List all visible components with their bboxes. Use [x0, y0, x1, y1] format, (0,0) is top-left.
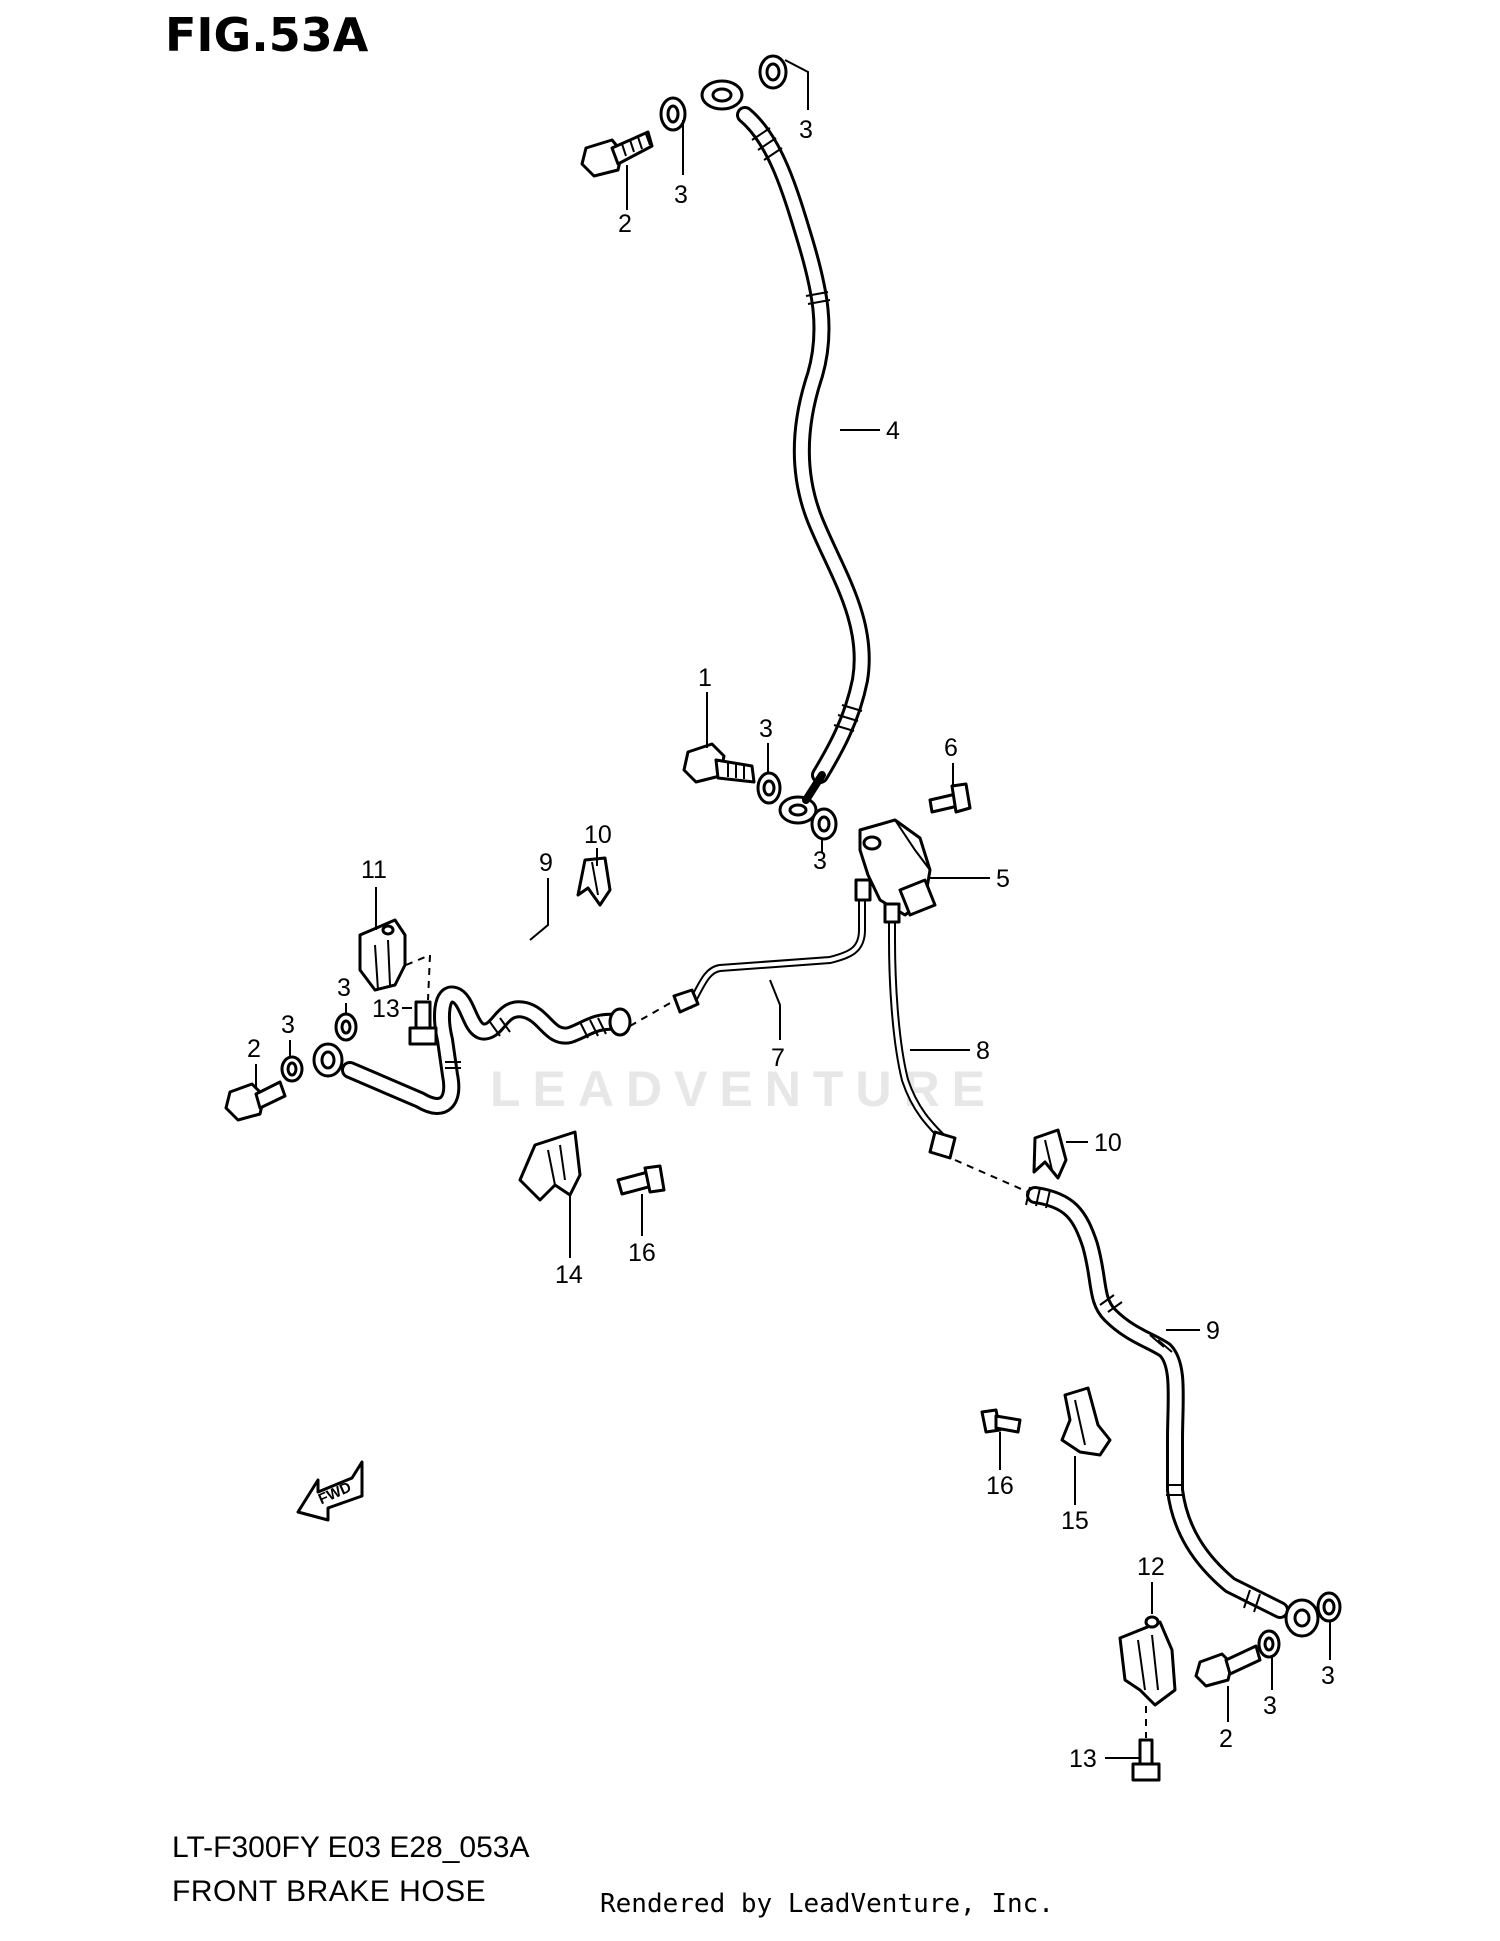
- callout-3: 3: [799, 116, 813, 144]
- clamp-left-upper[interactable]: [358, 918, 407, 992]
- callout-14: 14: [555, 1261, 583, 1289]
- callout-3: 3: [813, 847, 827, 875]
- callout-10: 10: [584, 821, 612, 849]
- callout-labels: 3 3 2 4 1 3 6 10 3 5 11 9 7 8 3 13 3 2 1…: [247, 116, 1335, 1773]
- clamp-15[interactable]: [1060, 1386, 1112, 1457]
- figure-title: FIG.53A: [165, 8, 369, 62]
- callout-9: 9: [1206, 1317, 1220, 1345]
- callout-3: 3: [1263, 1692, 1277, 1720]
- bolt-13-right[interactable]: [1131, 1738, 1161, 1782]
- clamp-12[interactable]: [1118, 1615, 1177, 1707]
- brake-hose-right[interactable]: [1025, 1186, 1320, 1638]
- callout-13: 13: [372, 995, 400, 1023]
- brake-hose-left[interactable]: [312, 985, 632, 1115]
- callout-7: 7: [771, 1044, 785, 1072]
- washer-left-upper[interactable]: [334, 1012, 358, 1042]
- callout-1: 1: [698, 664, 712, 692]
- fwd-arrow-icon: FWD: [296, 1460, 364, 1522]
- callout-9: 9: [539, 849, 553, 877]
- callout-13: 13: [1069, 1745, 1097, 1773]
- callout-2: 2: [618, 210, 632, 238]
- callout-3: 3: [674, 181, 688, 209]
- brake-pipe-right[interactable]: [883, 902, 957, 1160]
- callout-3: 3: [337, 974, 351, 1002]
- callout-2: 2: [247, 1035, 261, 1063]
- banjo-bolt-mid[interactable]: [682, 742, 756, 784]
- banjo-bolt-top[interactable]: [580, 130, 654, 178]
- clip-10-left[interactable]: [576, 856, 612, 907]
- bolt-16-left[interactable]: [616, 1164, 666, 1196]
- callout-2: 2: [1219, 1725, 1233, 1753]
- washer-mid-lower[interactable]: [810, 807, 838, 841]
- figure-name: FRONT BRAKE HOSE: [172, 1875, 487, 1908]
- bolt-16-right[interactable]: [980, 1408, 1022, 1434]
- callout-10: 10: [1094, 1129, 1122, 1157]
- washer-top-left[interactable]: [659, 96, 687, 132]
- brake-hose-upper[interactable]: [700, 79, 871, 825]
- bolt-13-left[interactable]: [408, 1000, 438, 1046]
- callout-8: 8: [976, 1037, 990, 1065]
- callout-11: 11: [361, 856, 387, 884]
- assembly-lines: [405, 953, 1147, 1738]
- washer-right-end[interactable]: [1316, 1591, 1342, 1623]
- callout-12: 12: [1137, 1553, 1165, 1581]
- clamp-14[interactable]: [518, 1130, 582, 1202]
- render-credit: Rendered by LeadVenture, Inc.: [600, 1889, 1054, 1919]
- banjo-bolt-right[interactable]: [1194, 1644, 1262, 1688]
- leader-lines: [255, 59, 1331, 1759]
- callout-15: 15: [1061, 1507, 1089, 1535]
- washer-top-right[interactable]: [758, 54, 788, 90]
- callout-16: 16: [986, 1472, 1014, 1500]
- callout-6: 6: [944, 734, 958, 762]
- callout-4: 4: [886, 417, 900, 445]
- washer-left[interactable]: [280, 1055, 304, 1083]
- callout-16: 16: [628, 1239, 656, 1267]
- screw-joint[interactable]: [928, 782, 972, 814]
- callout-3: 3: [759, 715, 773, 743]
- brake-pipe-left[interactable]: [672, 878, 872, 1014]
- washer-mid-upper[interactable]: [756, 771, 782, 805]
- callout-3: 3: [1321, 1662, 1335, 1690]
- callout-5: 5: [996, 865, 1010, 893]
- washer-right[interactable]: [1257, 1629, 1281, 1659]
- callout-3: 3: [281, 1011, 295, 1039]
- banjo-bolt-left[interactable]: [224, 1080, 287, 1122]
- figure-code: LT-F300FY E03 E28_053A: [172, 1831, 530, 1864]
- brake-hose-joint[interactable]: [858, 818, 937, 917]
- clip-10-right[interactable]: [1032, 1128, 1068, 1180]
